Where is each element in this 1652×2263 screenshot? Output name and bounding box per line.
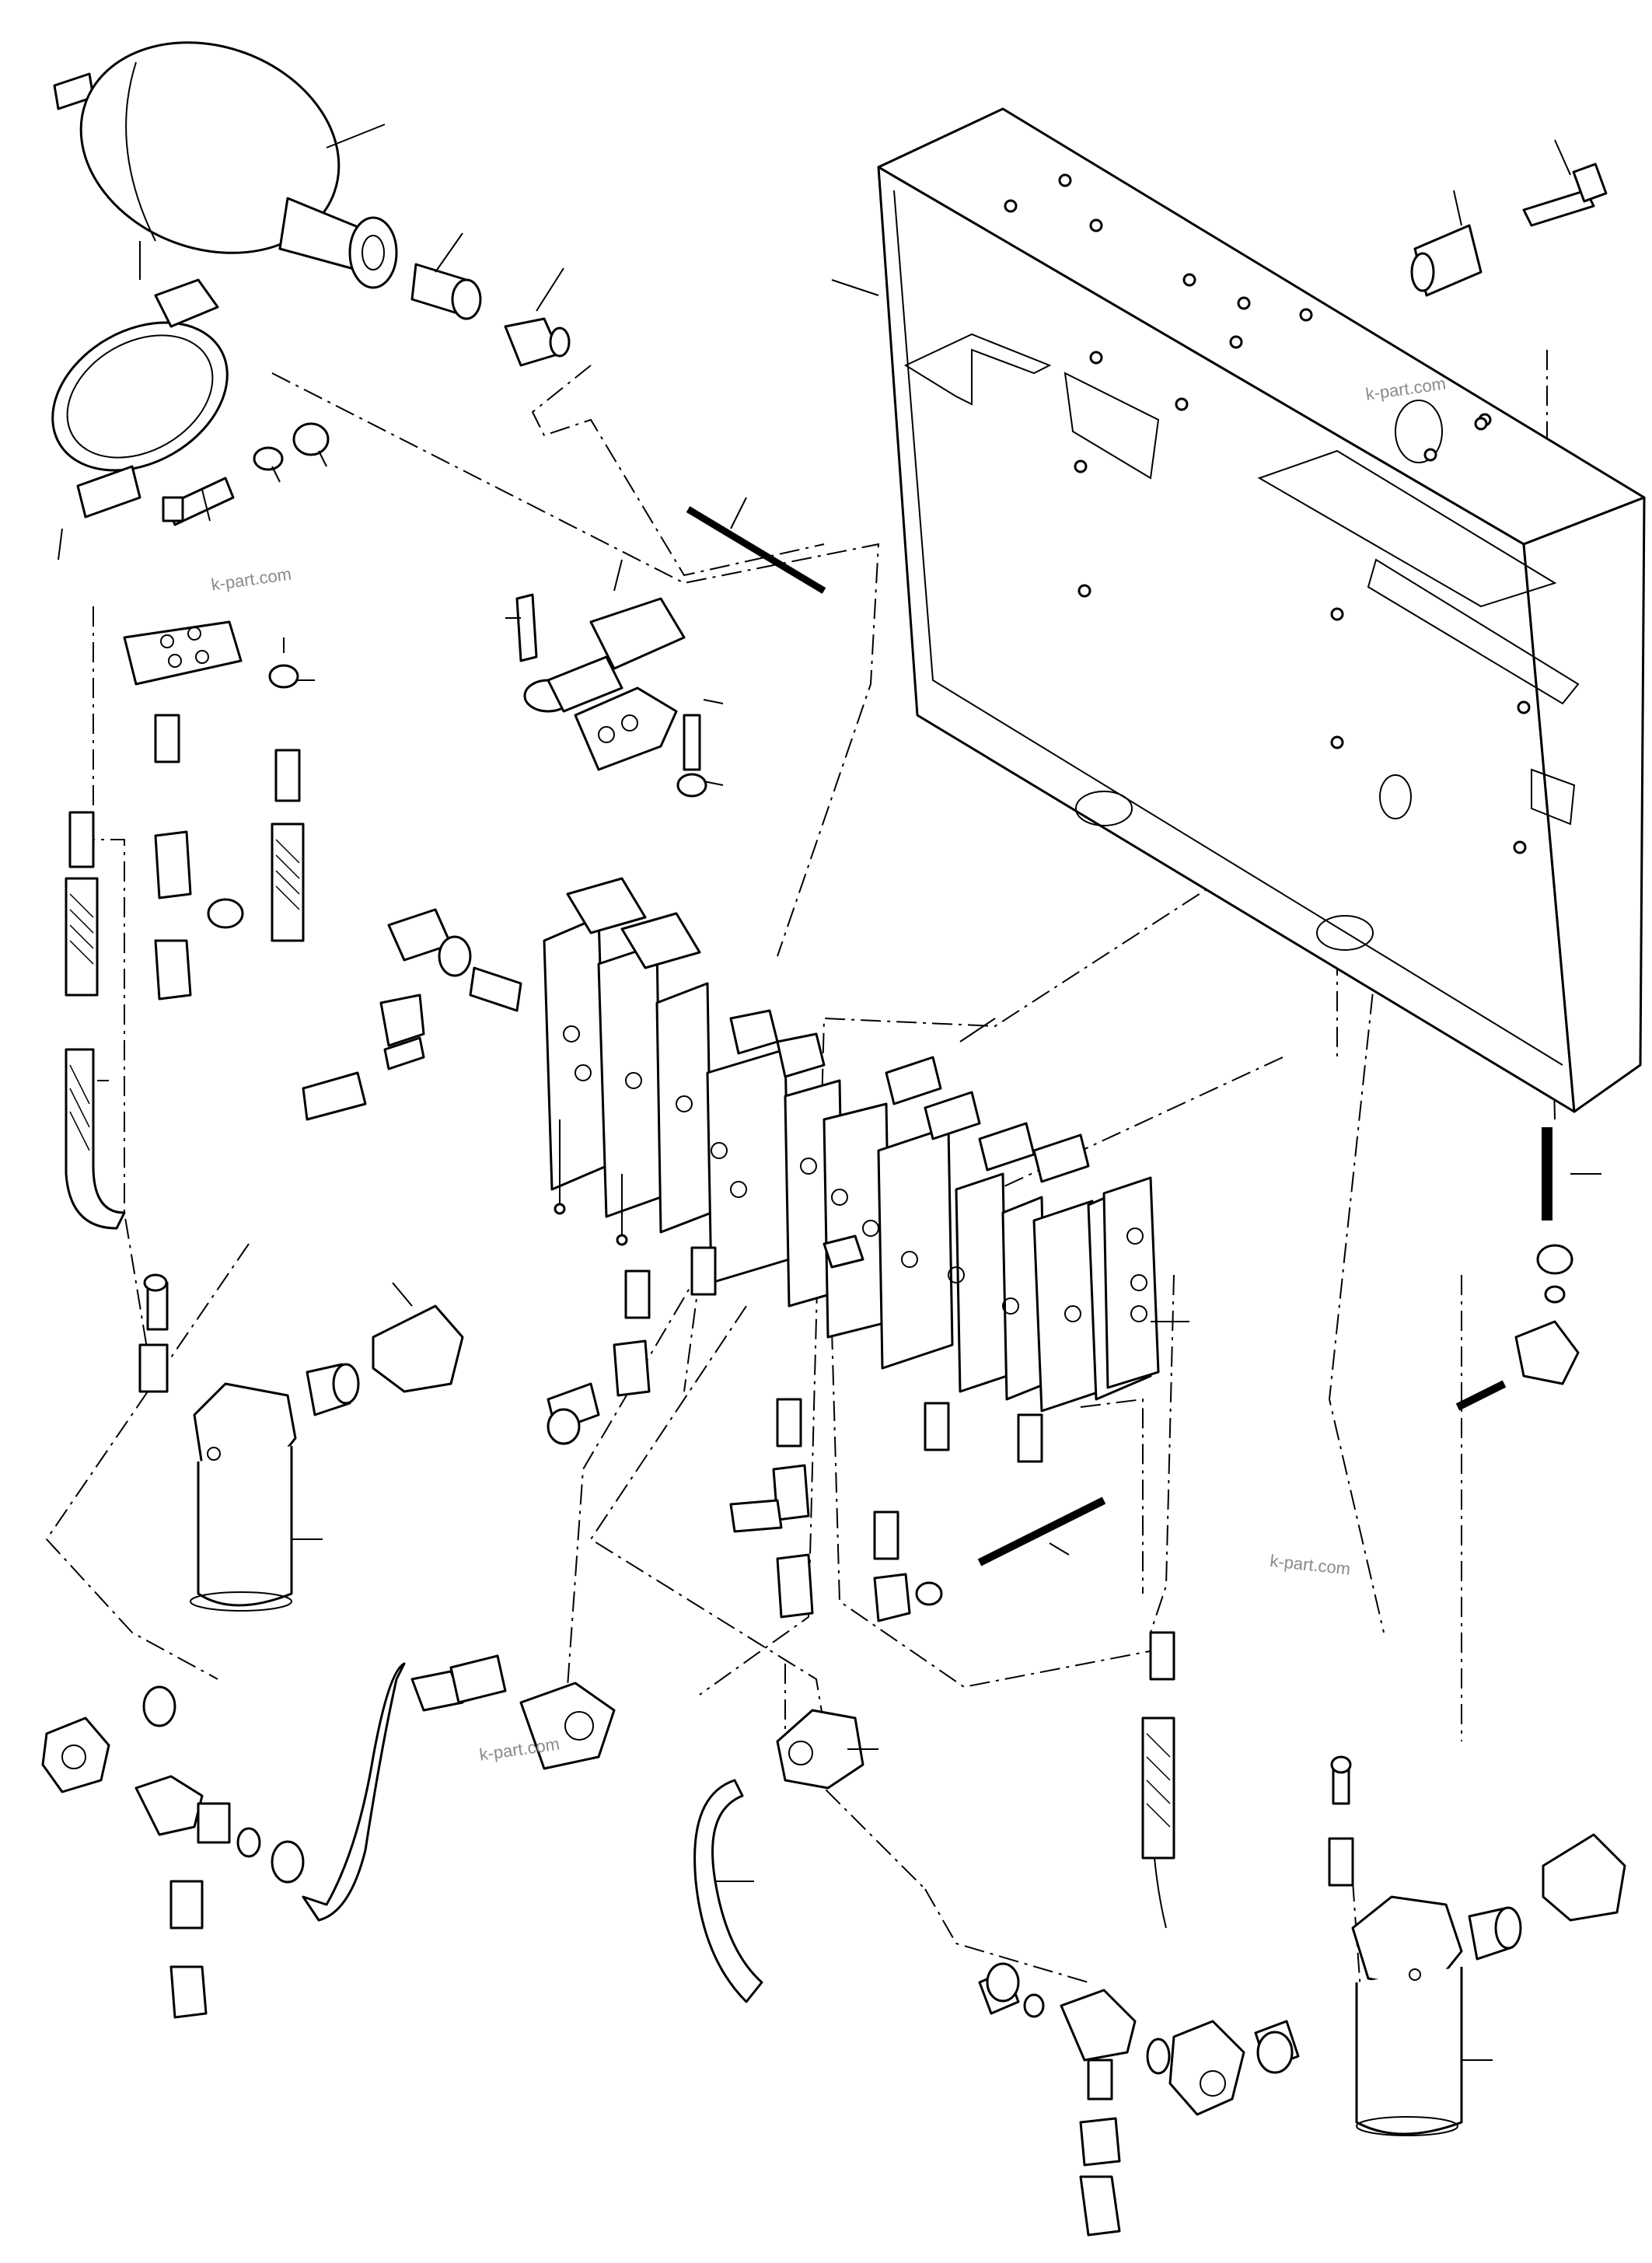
right-side-fittings [1455, 1127, 1601, 1411]
valve-outlet-fittings [547, 1246, 1106, 1622]
pressure-switch-assembly [505, 559, 724, 798]
connecting-rod [686, 497, 826, 594]
hydraulic-accumulator [53, 41, 398, 289]
bottom-left-pipe-assembly [41, 1654, 616, 2019]
valve-inlet-fittings [302, 908, 522, 1121]
left-hose-fittings [65, 714, 305, 1230]
manifold-plate [123, 620, 315, 689]
valve-enclosure-frame [831, 107, 1646, 1113]
left-filter-assembly [138, 1273, 464, 1612]
bottom-center-fittings [978, 1962, 1245, 2237]
accumulator-fittings [410, 232, 571, 367]
right-filter-assembly [1254, 1755, 1626, 2136]
accumulator-clamp [51, 241, 330, 561]
control-valve-stack [543, 877, 1189, 1413]
frame-bolt-spacer [1410, 139, 1608, 297]
center-bottom-hose [693, 1709, 878, 2003]
right-center-hose [1141, 1631, 1175, 1929]
